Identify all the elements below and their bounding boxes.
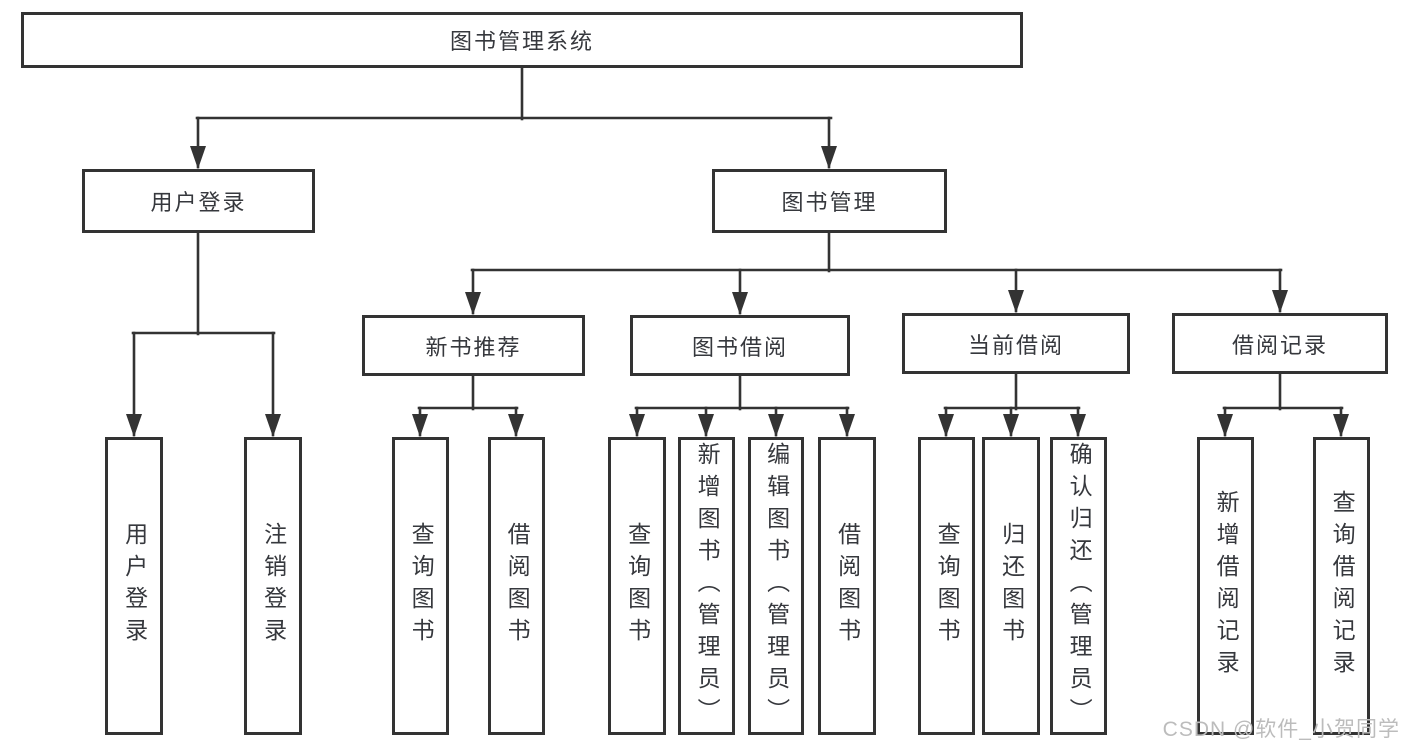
- leaf-cb-return-books: 归还图书: [982, 437, 1040, 735]
- leaf-bb-borrow-books-label: 借阅图书: [834, 522, 861, 650]
- leaf-bb-edit-books-admin: 编辑图书（管理员）: [748, 437, 804, 735]
- node-current-borrowing: 当前借阅: [902, 313, 1130, 374]
- leaf-br-add-record-label: 新增借阅记录: [1213, 490, 1240, 682]
- leaf-cb-return-books-label: 归还图书: [998, 522, 1025, 650]
- node-root: 图书管理系统: [21, 12, 1023, 68]
- node-book-management-label: 图书管理: [781, 190, 878, 215]
- leaf-bb-add-books-admin: 新增图书（管理员）: [678, 437, 735, 735]
- leaf-user-login: 用户登录: [105, 437, 163, 735]
- leaf-logout-label: 注销登录: [260, 522, 287, 650]
- leaf-cb-confirm-return-admin-label: 确认归还（管理员）: [1066, 442, 1093, 730]
- leaf-br-query-record-label: 查询借阅记录: [1329, 490, 1356, 682]
- leaf-cb-query-books-label: 查询图书: [934, 522, 961, 650]
- node-new-book-recommend-label: 新书推荐: [425, 334, 522, 360]
- leaf-bb-query-books-label: 查询图书: [624, 522, 651, 650]
- node-root-label: 图书管理系统: [449, 29, 594, 54]
- watermark: CSDN @软件_小贺同学: [1162, 718, 1400, 741]
- node-borrowing-records: 借阅记录: [1172, 313, 1388, 374]
- node-user-login: 用户登录: [82, 169, 315, 233]
- node-book-borrowing: 图书借阅: [630, 315, 850, 376]
- leaf-bb-query-books: 查询图书: [608, 437, 666, 735]
- leaf-cb-confirm-return-admin: 确认归还（管理员）: [1050, 437, 1107, 735]
- leaf-bb-edit-books-admin-label: 编辑图书（管理员）: [763, 442, 790, 730]
- node-current-borrowing-label: 当前借阅: [967, 332, 1064, 358]
- node-book-management: 图书管理: [712, 169, 947, 233]
- leaf-br-query-record: 查询借阅记录: [1313, 437, 1370, 735]
- leaf-bb-borrow-books: 借阅图书: [818, 437, 876, 735]
- node-book-borrowing-label: 图书借阅: [691, 334, 788, 360]
- leaf-cb-query-books: 查询图书: [918, 437, 975, 735]
- leaf-nb-query-books-label: 查询图书: [408, 522, 435, 650]
- leaf-nb-query-books: 查询图书: [392, 437, 449, 735]
- leaf-logout: 注销登录: [244, 437, 302, 735]
- leaf-nb-borrow-books-label: 借阅图书: [504, 522, 531, 650]
- node-new-book-recommend: 新书推荐: [362, 315, 585, 376]
- node-borrowing-records-label: 借阅记录: [1231, 332, 1328, 358]
- leaf-user-login-label: 用户登录: [121, 522, 148, 650]
- leaf-br-add-record: 新增借阅记录: [1197, 437, 1254, 735]
- leaf-bb-add-books-admin-label: 新增图书（管理员）: [694, 442, 721, 730]
- node-user-login-label: 用户登录: [150, 190, 247, 215]
- leaf-nb-borrow-books: 借阅图书: [488, 437, 545, 735]
